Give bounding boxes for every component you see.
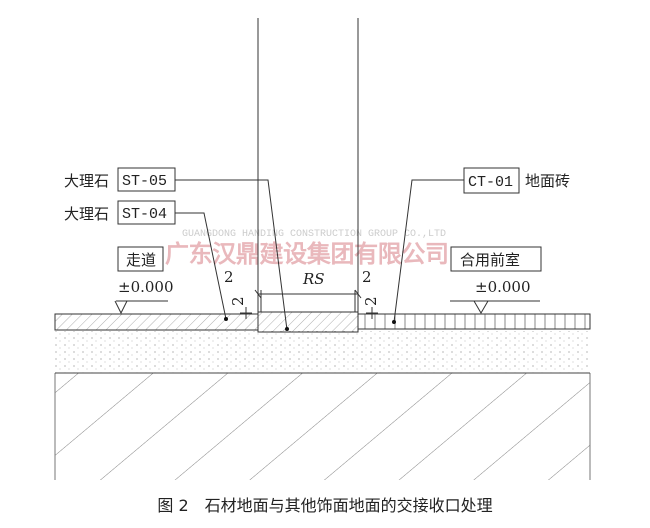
left-level-label: ±0.000 [118, 278, 174, 296]
callout-ct01: CT-01 地面砖 [392, 167, 570, 324]
ct01-code: CT-01 [468, 174, 513, 191]
left-room-label: 走道 [126, 251, 156, 269]
marble-st05-threshold [257, 311, 359, 333]
watermark-cn: 广东汉鼎建设集团有限公司 [165, 239, 449, 268]
st04-code: ST-04 [122, 206, 167, 223]
dimension-rs [240, 289, 378, 319]
figure-caption: 图 2 石材地面与其他饰面地面的交接收口处理 [157, 496, 492, 515]
st05-code: ST-05 [122, 173, 167, 190]
level-mark-left: 走道 ±0.000 [114, 246, 174, 315]
earth-fill [55, 373, 590, 480]
dim-rs: RS [302, 270, 325, 288]
screed-layer [55, 331, 590, 373]
right-room-label: 合用前室 [460, 251, 520, 269]
callout-st05: 大理石 ST-05 [64, 167, 289, 331]
dim-right-gap: 2 [362, 268, 372, 286]
marble-st04-layer [54, 313, 259, 331]
watermark-en: GUANGDONG HANDING CONSTRUCTION GROUP CO.… [182, 229, 446, 240]
dim-right-height: 2 [362, 296, 380, 306]
right-level-label: ±0.000 [475, 278, 531, 296]
dim-left-gap: 2 [224, 268, 234, 286]
callout-st04: 大理石 ST-04 [64, 200, 228, 321]
watermark: GUANGDONG HANDING CONSTRUCTION GROUP CO.… [165, 229, 449, 268]
level-mark-right: 合用前室 ±0.000 [450, 246, 542, 314]
dim-left-height: 2 [229, 296, 247, 306]
st05-material: 大理石 [64, 172, 109, 190]
ct01-material: 地面砖 [525, 172, 570, 190]
st04-material: 大理石 [64, 205, 109, 223]
